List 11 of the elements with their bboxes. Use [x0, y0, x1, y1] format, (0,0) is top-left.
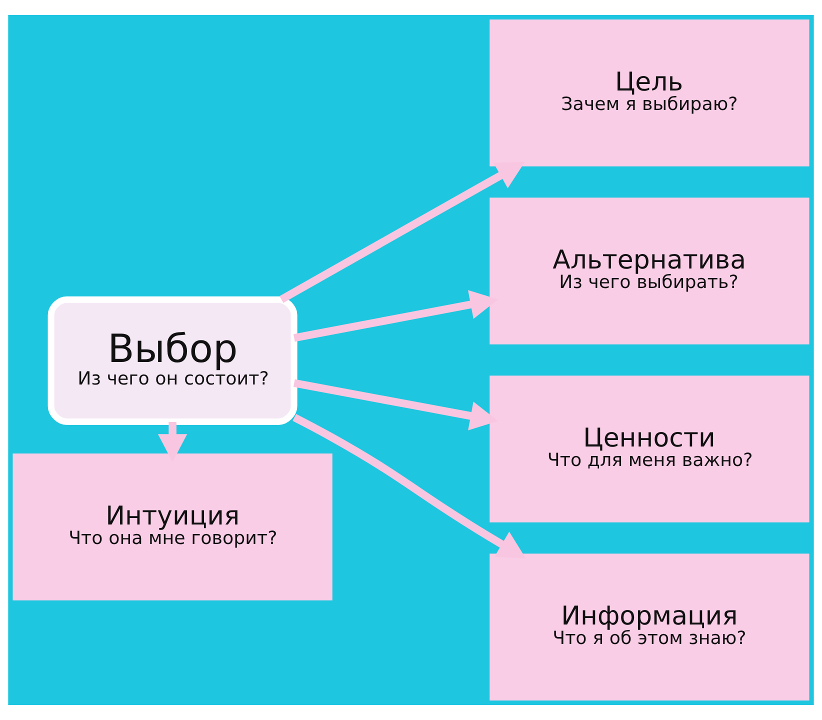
arrow [293, 290, 498, 342]
node-box: Ценности Что для меня важно? [490, 376, 810, 522]
arrow [158, 422, 188, 462]
arrow [293, 379, 498, 430]
node-box: Интуиция Что она мне говорит? [12, 454, 332, 600]
arrow [279, 162, 525, 303]
node-box: Информация Что я об этом знаю? [490, 554, 810, 700]
node-box: Выбор Из чего он состоит? [48, 296, 298, 425]
node-box: Альтернатива Из чего выбирать? [490, 198, 810, 344]
arrow [292, 414, 526, 558]
node-box: Цель Зачем я выбираю? [490, 20, 810, 166]
